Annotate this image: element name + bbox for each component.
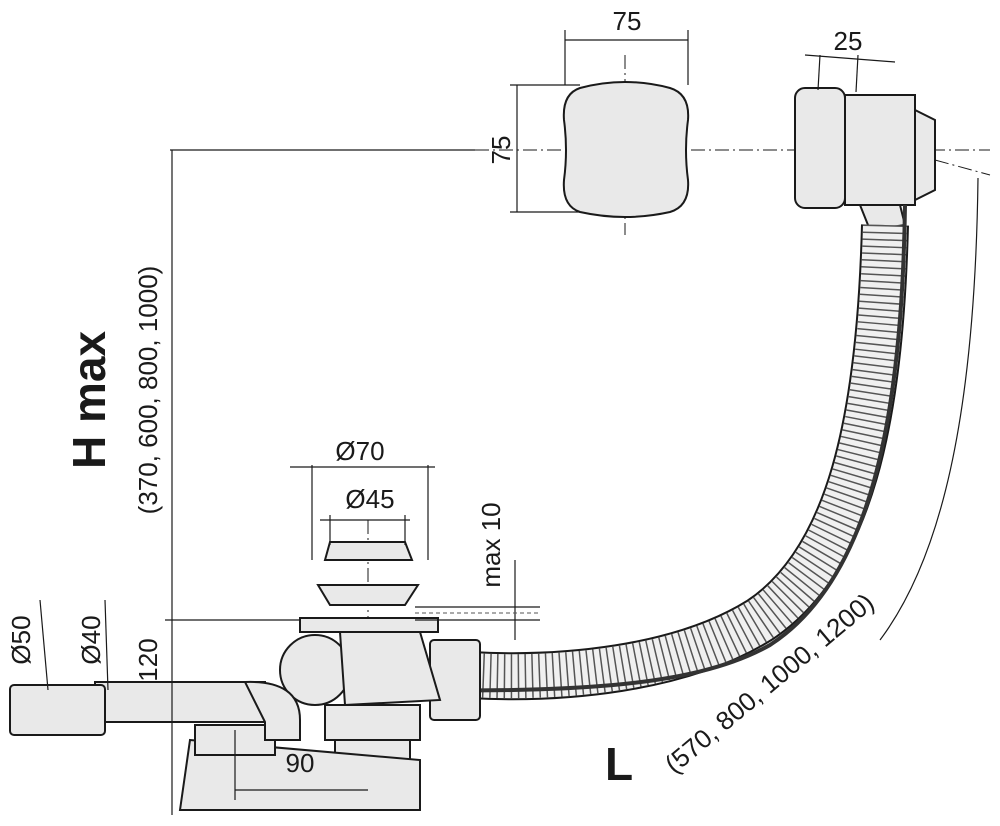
control-cable	[374, 204, 907, 693]
waste-inner-diameter: Ø45	[345, 484, 394, 514]
overflow-depth-label: 25	[834, 26, 863, 56]
outlet-pipe	[9, 599, 368, 800]
outlet-outer-diameter: Ø50	[6, 615, 36, 664]
waste-dimensions	[290, 465, 540, 640]
height-options: (370, 600, 800, 1000)	[133, 266, 163, 515]
waste-outer-diameter: Ø70	[335, 436, 384, 466]
outlet-inner-diameter: Ø40	[76, 615, 106, 664]
length-title: L	[605, 738, 633, 790]
height-title: H max	[63, 331, 115, 469]
drain-body	[178, 541, 481, 811]
flexible-hose	[374, 204, 909, 701]
outlet-offset-label: 90	[286, 748, 315, 778]
waste-max-label: max 10	[476, 502, 506, 587]
overflow-fitting	[794, 54, 936, 232]
cover-height-label: 75	[486, 136, 516, 165]
overflow-cover	[510, 30, 690, 218]
length-arc	[879, 177, 979, 641]
height-dimensions	[165, 150, 300, 815]
cover-width-label: 75	[613, 6, 642, 36]
drain-height-label: 120	[133, 638, 163, 681]
